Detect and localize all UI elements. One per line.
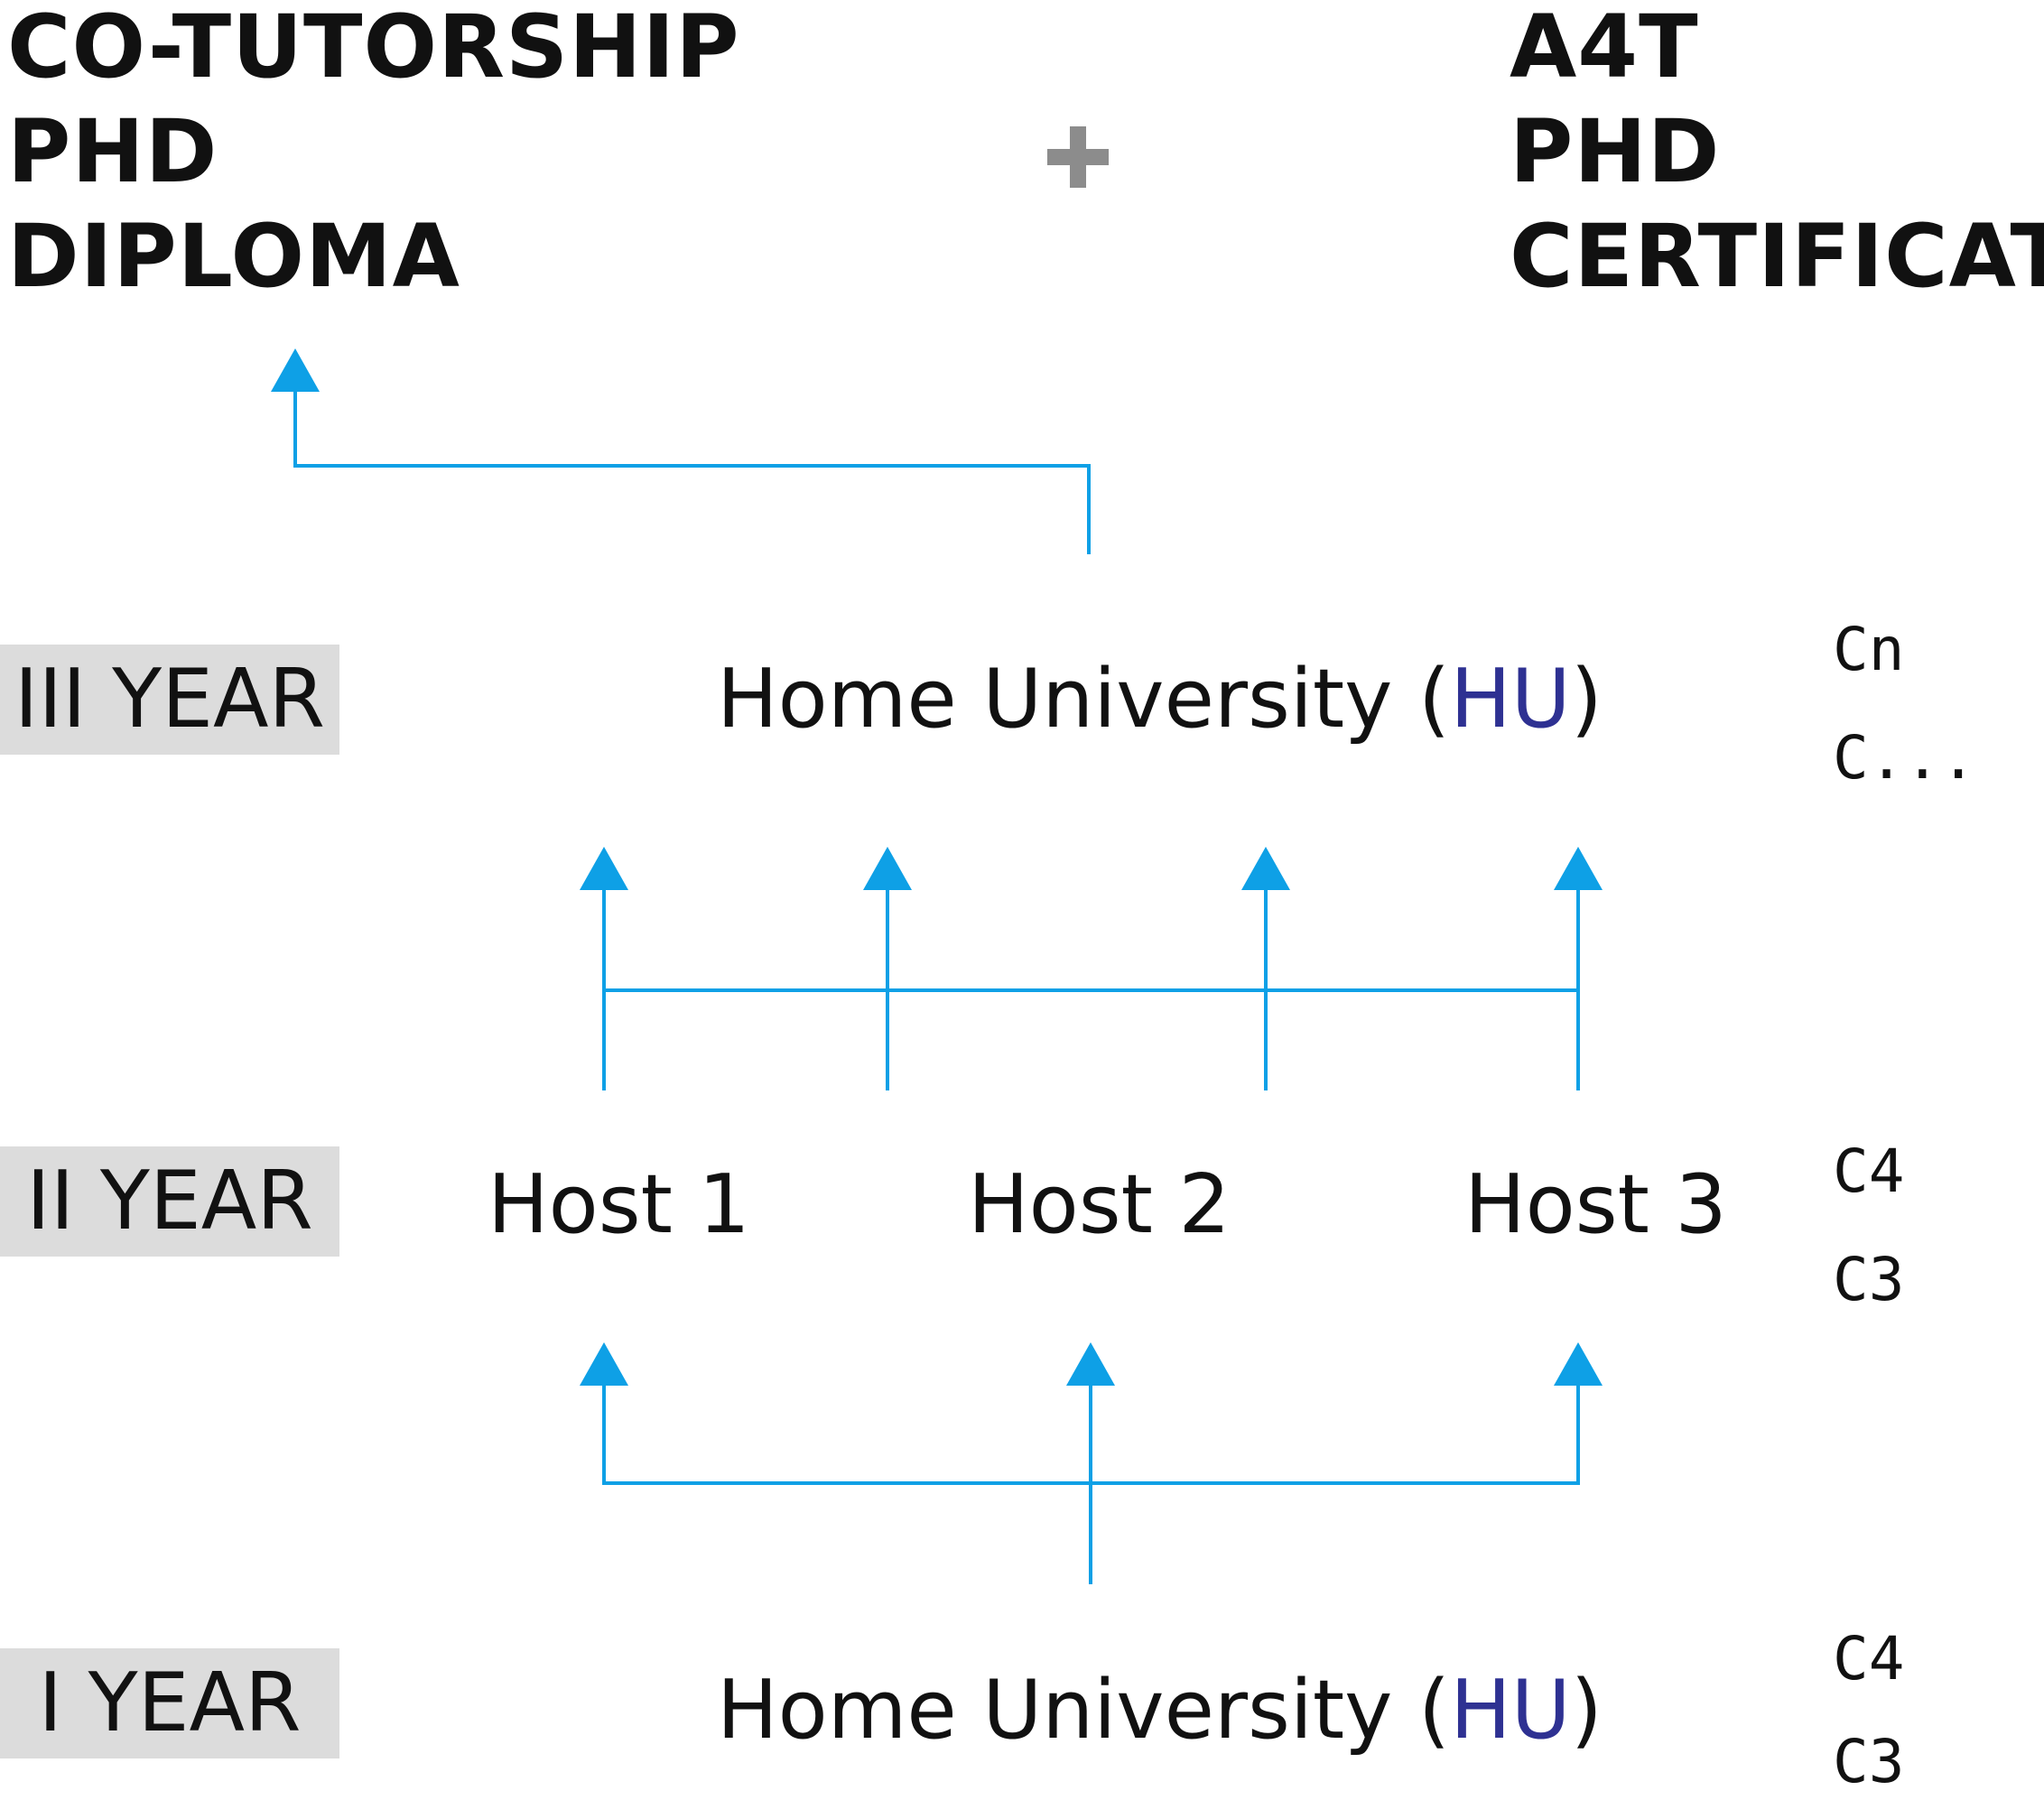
connector-hu-bracket (602, 1379, 1580, 1485)
year-label-third: III YEAR (0, 645, 339, 755)
year-label-first: I YEAR (0, 1648, 339, 1758)
home-university-node-third-year: Home University (HU) (717, 650, 1603, 749)
arrowhead-up-hu-1 (580, 847, 628, 890)
title-left-line-1: CO-TUTORSHIP (7, 0, 740, 97)
arrowhead-up-host-2 (1066, 1342, 1115, 1386)
arrowhead-up-hu-2 (863, 847, 912, 890)
course-label-second-year-2: C3 (1833, 1245, 1905, 1314)
course-label-first-year-2: C3 (1833, 1727, 1905, 1796)
course-label-third-year-2: C... (1833, 723, 1976, 793)
home-university-node-first-year: Home University (HU) (717, 1661, 1603, 1760)
arrowhead-up-host-3 (1554, 1342, 1603, 1386)
a4t-phd-certificate-title: A4T PHD CERTIFICATE (1510, 0, 2044, 309)
plus-icon (1047, 126, 1109, 188)
paren-open: ( (1418, 652, 1451, 747)
year-label-second: II YEAR (0, 1146, 339, 1257)
title-left-line-2: PHD (7, 101, 218, 202)
arrowhead-up-hu-3 (1241, 847, 1290, 890)
host-3-node: Host 3 (1464, 1157, 1727, 1252)
hu-abbreviation: HU (1450, 1663, 1571, 1758)
title-right-line-1: A4T (1510, 0, 1699, 97)
arrowhead-up-hu-4 (1554, 847, 1603, 890)
paren-close: ) (1570, 652, 1603, 747)
connector-hu-to-diploma (293, 390, 1091, 554)
host-1-node: Host 1 (488, 1157, 750, 1252)
course-label-first-year-1: C4 (1833, 1624, 1905, 1693)
arrowhead-up-diploma (271, 348, 320, 392)
title-left-line-3: DIPLOMA (7, 206, 460, 307)
hu-abbreviation: HU (1450, 652, 1571, 747)
home-university-name: Home University (717, 1663, 1393, 1758)
arrowhead-up-host-1 (580, 1342, 628, 1386)
course-label-second-year-1: C4 (1833, 1137, 1905, 1206)
title-right-line-3: CERTIFICATE (1510, 206, 2044, 307)
title-right-line-2: PHD (1510, 101, 1721, 202)
host-2-node: Host 2 (968, 1157, 1231, 1252)
home-university-name: Home University (717, 652, 1393, 747)
course-label-third-year-1: Cn (1833, 615, 1905, 684)
co-tutorship-phd-diploma-title: CO-TUTORSHIP PHD DIPLOMA (7, 0, 740, 309)
paren-open: ( (1418, 1663, 1451, 1758)
paren-close: ) (1570, 1663, 1603, 1758)
